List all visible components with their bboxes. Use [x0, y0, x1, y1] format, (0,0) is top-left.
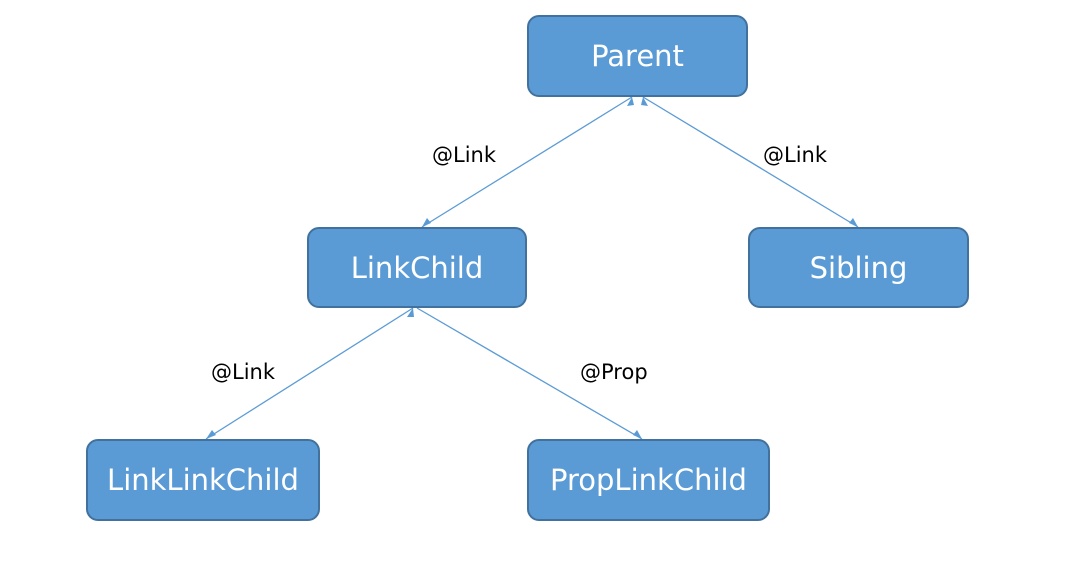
node-link-child: LinkChild — [307, 227, 527, 308]
arrowhead-parent-up-right — [641, 97, 648, 106]
arrowhead-linkchild-top — [422, 218, 431, 227]
edge-parent-linkchild — [421, 96, 633, 228]
node-prop-link-child: PropLinkChild — [527, 439, 770, 521]
edge-label-parent-linkchild: @Link — [432, 143, 497, 167]
arrowhead-proplinkchild-top — [633, 430, 642, 439]
edge-parent-sibling — [642, 96, 859, 228]
node-parent: Parent — [527, 15, 748, 97]
edge-linkchild-linklinkchild — [205, 307, 414, 440]
arrowhead-linkchild-bottom — [407, 308, 414, 317]
edge-linkchild-proplinkchild — [416, 307, 643, 440]
edge-label-linkchild-linklinkchild: @Link — [211, 360, 276, 384]
arrowhead-sibling-top — [849, 218, 858, 227]
arrowhead-linklinkchild-top — [206, 430, 216, 439]
node-link-link-child: LinkLinkChild — [86, 439, 320, 521]
edge-label-parent-sibling: @Link — [763, 143, 828, 167]
node-sibling: Sibling — [748, 227, 969, 308]
edge-label-linkchild-proplinkchild: @Prop — [580, 360, 648, 384]
arrowhead-parent-up-left — [627, 97, 634, 106]
